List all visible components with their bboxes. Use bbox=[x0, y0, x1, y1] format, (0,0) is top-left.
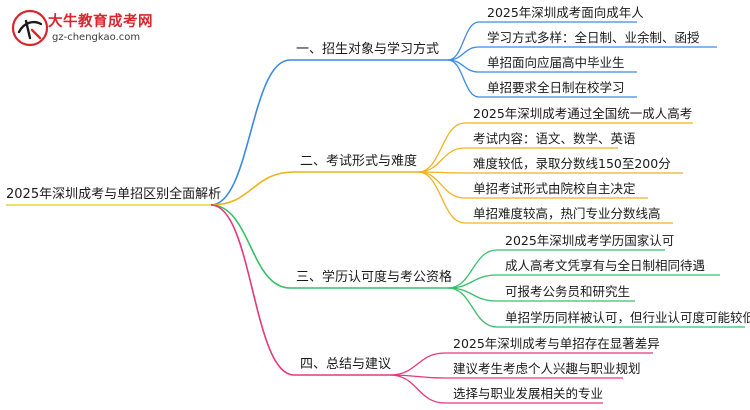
logo: 大牛教育成考网 gz-chengkao.com bbox=[10, 8, 160, 54]
logo-url: gz-chengkao.com bbox=[52, 32, 141, 43]
branch-label[interactable]: 一、招生对象与学习方式 bbox=[296, 42, 440, 57]
leaf-node[interactable]: 2025年深圳成考与单招存在显著差异 bbox=[453, 336, 660, 351]
branch-label[interactable]: 三、学历认可度与考公资格 bbox=[296, 270, 453, 285]
leaf-node[interactable]: 单招难度较高，热门专业分数线高 bbox=[473, 206, 661, 221]
branch-link bbox=[210, 204, 295, 376]
leaf-node[interactable]: 学习方式多样：全日制、业余制、函授 bbox=[487, 30, 700, 45]
leaf-link bbox=[447, 21, 480, 61]
branch-link bbox=[210, 204, 291, 289]
logo-title: 大牛教育成考网 bbox=[48, 14, 153, 30]
leaf-node[interactable]: 单招考试形式由院校自主决定 bbox=[473, 181, 636, 196]
leaf-link bbox=[417, 147, 466, 173]
branch-label[interactable]: 二、考试形式与难度 bbox=[300, 154, 418, 169]
branch-label[interactable]: 四、总结与建议 bbox=[300, 357, 392, 372]
leaf-node[interactable]: 难度较低，录取分数线150至200分 bbox=[473, 156, 671, 171]
branch-link bbox=[210, 59, 291, 206]
leaf-link bbox=[389, 374, 446, 404]
leaf-node[interactable]: 考试内容：语文、数学、英语 bbox=[473, 131, 636, 146]
leaf-link bbox=[417, 171, 466, 224]
leaf-link bbox=[417, 171, 466, 199]
leaf-node[interactable]: 单招面向应届高中毕业生 bbox=[487, 55, 625, 70]
leaf-link bbox=[447, 287, 498, 328]
leaf-node[interactable]: 单招学历同样被认可，但行业认可度可能较低 bbox=[505, 310, 750, 325]
leaf-node[interactable]: 2025年深圳成考通过全国统一成人高考 bbox=[473, 106, 693, 121]
root-topic[interactable]: 2025年深圳成考与单招区别全面解析 bbox=[6, 187, 222, 202]
leaf-node[interactable]: 建议考生考虑个人兴趣与职业规划 bbox=[453, 361, 641, 376]
leaf-link bbox=[447, 249, 498, 289]
leaf-link bbox=[447, 59, 480, 98]
leaf-node[interactable]: 成人高考文凭享有与全日制相同待遇 bbox=[505, 258, 706, 273]
leaf-node[interactable]: 2025年深圳成考面向成年人 bbox=[487, 5, 644, 20]
leaf-node[interactable]: 单招要求全日制在校学习 bbox=[487, 80, 625, 95]
logo-mark-icon bbox=[11, 9, 49, 47]
leaf-node[interactable]: 2025年深圳成考学历国家认可 bbox=[505, 233, 675, 248]
leaf-link bbox=[417, 122, 466, 173]
leaf-link bbox=[389, 352, 446, 376]
leaf-node[interactable]: 可报考公务员和研究生 bbox=[505, 284, 631, 299]
branch-link bbox=[210, 171, 295, 206]
leaf-node[interactable]: 选择与职业发展相关的专业 bbox=[453, 386, 604, 401]
